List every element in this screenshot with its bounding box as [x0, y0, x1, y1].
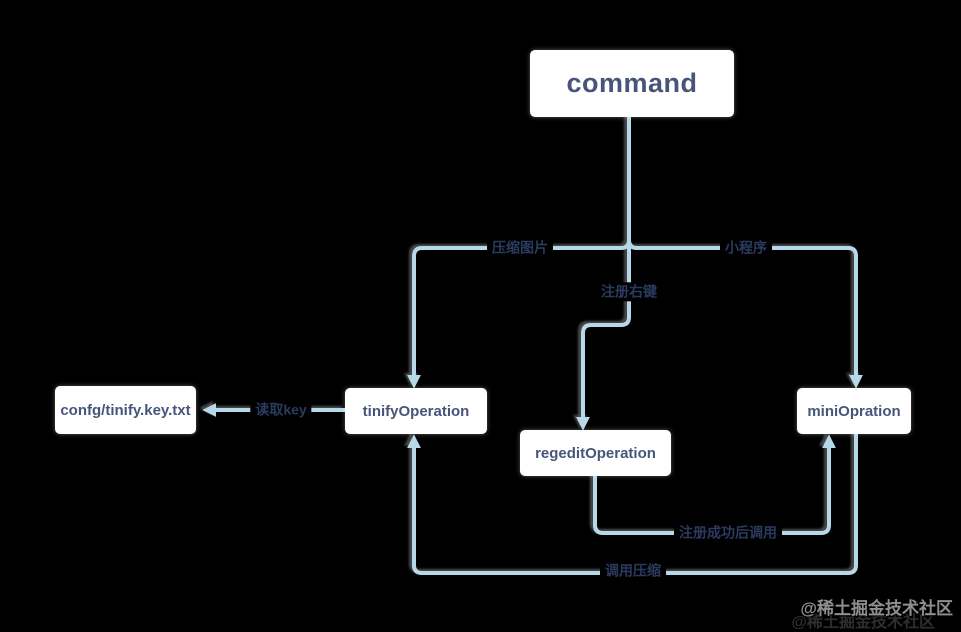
edge-label-regedit-mini: 注册成功后调用	[674, 523, 782, 543]
node-regedit-operation: regeditOperation	[520, 430, 671, 476]
edge-label-command-tinify: 压缩图片	[487, 238, 553, 258]
node-confg-tinify-key: confg/tinify.key.txt	[55, 386, 196, 434]
watermark-echo: @稀土掘金技术社区	[791, 614, 935, 631]
edge-label-tinify-confg: 读取key	[250, 400, 312, 420]
node-tinify-operation: tinifyOperation	[345, 388, 487, 434]
edge-label-command-regedit: 注册右键	[596, 282, 662, 302]
edge-label-command-mini: 小程序	[720, 238, 772, 258]
node-mini-operation: miniOpration	[797, 388, 911, 434]
edge-command-regeditOperation	[576, 117, 631, 431]
node-command: command	[530, 50, 734, 117]
edge-label-mini-tinify: 调用压缩	[600, 561, 666, 581]
watermark: @稀土掘金技术社区	[800, 599, 953, 618]
